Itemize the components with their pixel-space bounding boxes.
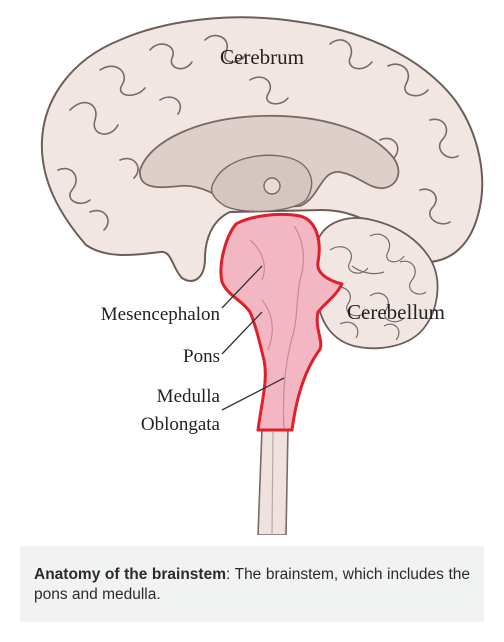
brainstem-shape (219, 212, 344, 432)
medulla-pointer (221, 377, 285, 411)
cerebellum-label: Cerebellum (347, 300, 445, 324)
caption-title: Anatomy of the brainstem (34, 566, 226, 583)
caption-text: : The brainstem, which includes the pons… (34, 566, 470, 603)
spinal-cord-center (271, 431, 274, 535)
cerebrum-gyri (57, 34, 459, 231)
cerebrum-label: Cerebrum (220, 45, 304, 69)
mesencephalon-pointer (221, 265, 263, 309)
medulla-label-line2: Oblongata (141, 414, 221, 435)
caption-box: Anatomy of the brainstem: The brainstem,… (20, 546, 484, 622)
thalamus-shape (210, 154, 313, 213)
brainstem-diagram: Cerebrum Cerebellum Mesencephalon Pons M… (40, 16, 484, 535)
pons-pointer (221, 311, 263, 355)
label-pointers (221, 265, 285, 411)
pineal-circle (263, 177, 281, 195)
medulla-label-line1: Medulla (157, 386, 221, 407)
cerebellum-folia (329, 233, 427, 341)
brainstem-contours (249, 225, 304, 429)
mesencephalon-label: Mesencephalon (101, 304, 221, 325)
pons-label: Pons (183, 346, 220, 367)
